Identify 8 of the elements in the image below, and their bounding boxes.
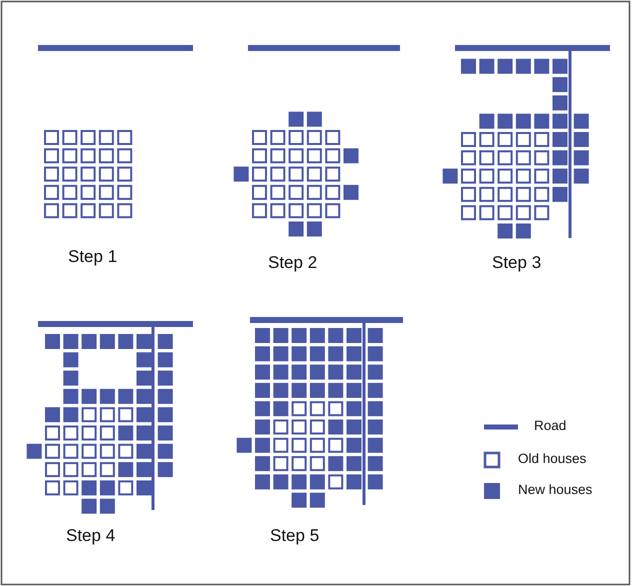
- step-label: Step 3: [492, 254, 542, 271]
- step-label: Step 5: [270, 527, 320, 544]
- legend-label: Road: [534, 419, 566, 432]
- legend-label: Old houses: [518, 452, 586, 466]
- step-label: Step 1: [68, 248, 118, 265]
- legend-label: New houses: [518, 483, 592, 496]
- step-label: Step 2: [268, 254, 318, 271]
- step-label: Step 4: [66, 527, 116, 544]
